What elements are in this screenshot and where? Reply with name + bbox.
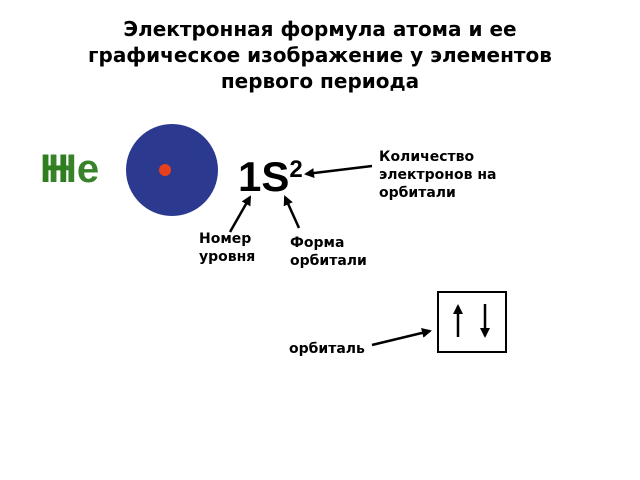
label-line: Форма — [290, 235, 345, 251]
label-line: Количество — [379, 149, 475, 165]
formula-main: 1S — [238, 153, 290, 200]
electron-2 — [197, 164, 203, 170]
element-symbols: H He — [40, 144, 110, 194]
arrow-to-orbital-box — [371, 328, 432, 347]
label-line: Номер — [199, 231, 252, 247]
label-orbital-shape: Форма орбитали — [290, 234, 367, 270]
title-line-2: графическое изображение у элементов — [88, 43, 552, 67]
hydrogen-symbol: H — [40, 147, 69, 191]
title-line-3: первого периода — [220, 69, 420, 93]
page-title: Электронная формула атома и ее графическ… — [40, 16, 600, 94]
label-electron-count: Количество электронов на орбитали — [379, 148, 496, 202]
label-line: электронов на — [379, 167, 497, 183]
label-line: орбитали — [379, 185, 456, 201]
label-orbital: орбиталь — [289, 340, 365, 358]
arrow-to-orbital-shape — [283, 195, 301, 229]
label-line: уровня — [199, 249, 256, 265]
formula-superscript: 2 — [289, 156, 303, 183]
title-line-1: Электронная формула атома и ее — [123, 17, 517, 41]
electron-1 — [192, 150, 198, 156]
electron-formula: 1S2 — [238, 152, 303, 202]
label-level-number: Номер уровня — [199, 230, 255, 266]
arrow-to-level-number — [228, 195, 252, 233]
label-line: орбиталь — [289, 341, 365, 357]
label-line: орбитали — [290, 253, 367, 269]
arrow-to-superscript — [304, 164, 373, 179]
helium-symbol: He — [48, 147, 100, 191]
electron-cloud — [126, 124, 218, 216]
nucleus — [159, 164, 171, 176]
orbital-box — [437, 291, 507, 353]
